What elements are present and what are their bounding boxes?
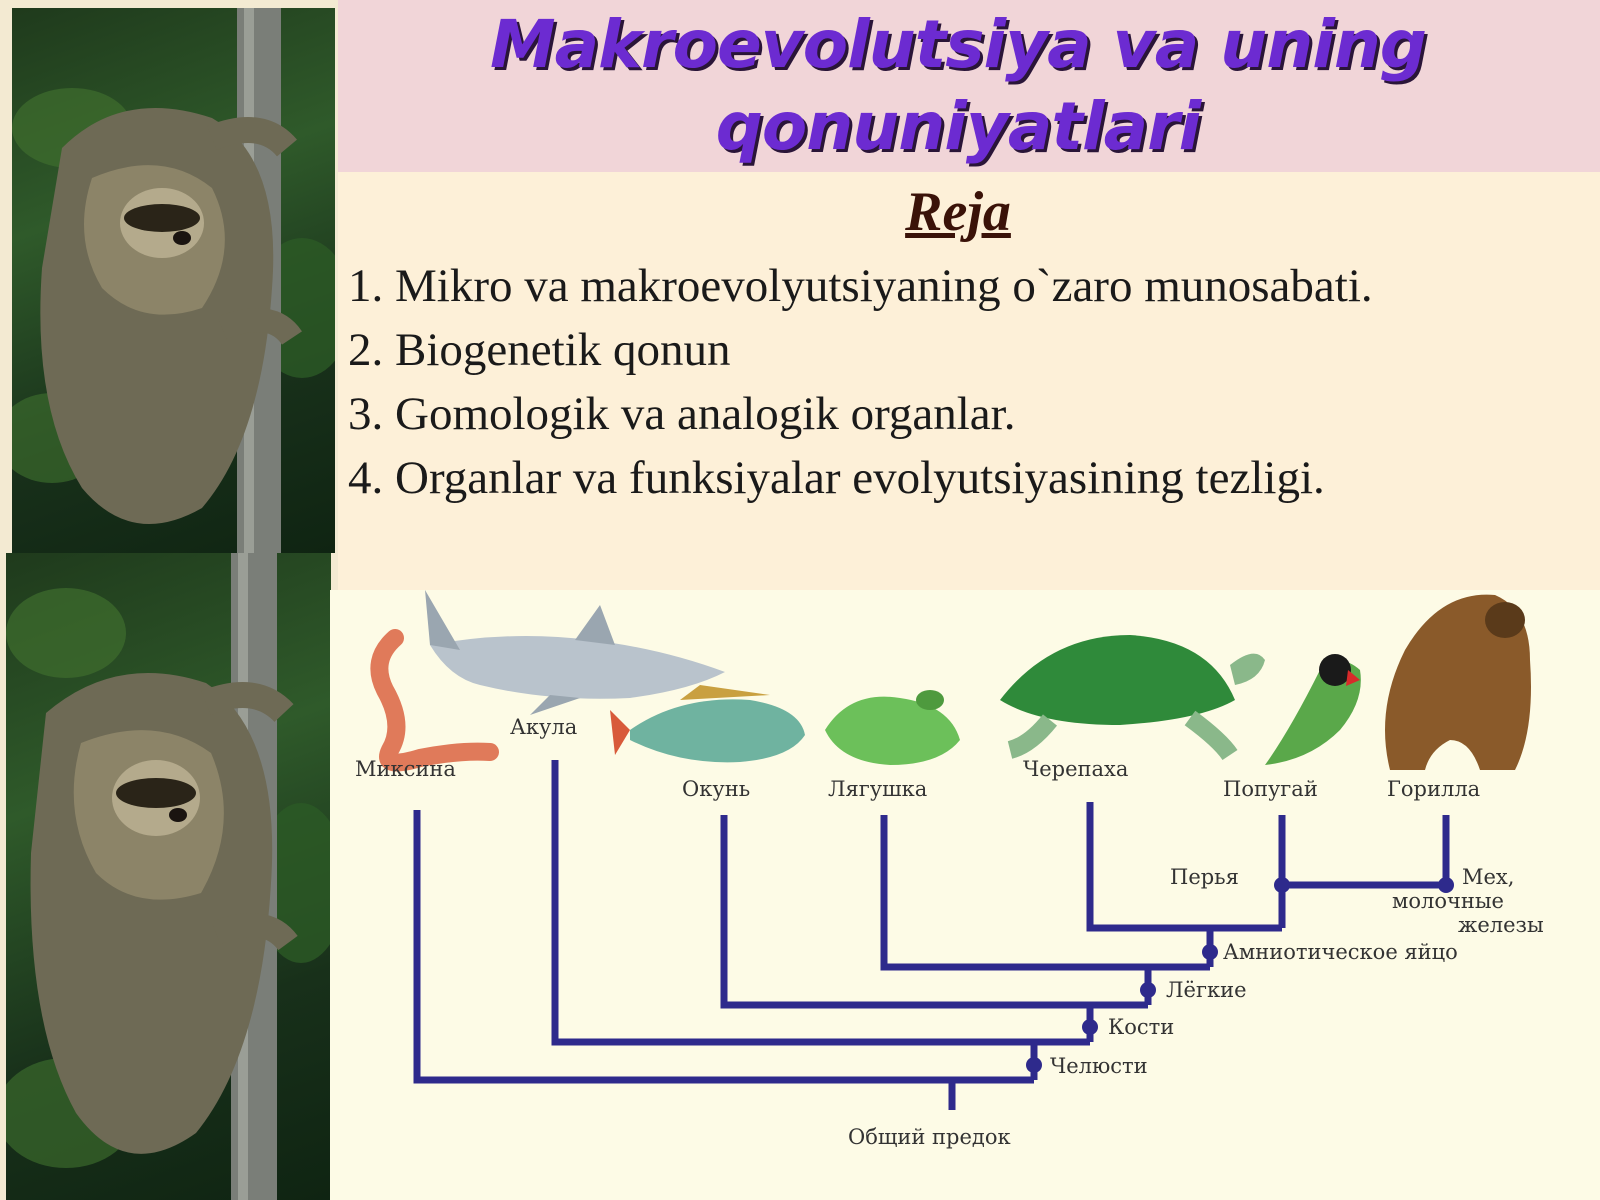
node-markers (1026, 877, 1454, 1073)
plan-item: 4. Organlar va funksiyalar evolyutsiyasi… (348, 452, 1325, 504)
label-hagfish: Миксина (355, 757, 456, 781)
trait-feathers: Перья (1170, 865, 1239, 889)
left-photo-column (0, 0, 340, 1200)
trait-fur-line3: железы (1458, 913, 1544, 937)
frog-illustration (825, 690, 960, 765)
plan-item: 1. Mikro va makroevolyutsiyaning o`zaro … (348, 260, 1373, 312)
trait-bones: Кости (1108, 1015, 1174, 1039)
root-label: Общий предок (848, 1125, 1011, 1149)
plan-list: 1. Mikro va makroevolyutsiyaning o`zaro … (348, 254, 1373, 510)
label-parrot: Попугай (1223, 777, 1318, 801)
title-band (338, 0, 1600, 172)
label-shark: Акула (510, 715, 577, 739)
cladogram: Миксина Акула Окунь Лягушка Черепаха Поп… (330, 590, 1600, 1200)
parrot-illustration (1265, 654, 1361, 765)
content-band (338, 172, 1600, 590)
trait-jaws: Челюсти (1050, 1054, 1148, 1078)
cladogram-lines (413, 760, 1450, 1110)
plan-item: 3. Gomologik va analogik organlar. (348, 388, 1016, 440)
label-gorilla: Горилла (1387, 777, 1480, 801)
trait-fur: Мех, (1462, 865, 1514, 889)
hagfish-illustration (370, 629, 499, 772)
trait-fur-line2: молочные (1392, 889, 1504, 913)
trait-amniotic-egg: Амниотическое яйцо (1223, 940, 1458, 964)
slide-title: Makroevolutsiya va uning qonuniyatlari (489, 6, 1427, 165)
gorilla-illustration (1385, 594, 1531, 770)
label-perch: Окунь (682, 777, 750, 801)
plan-item: 2. Biogenetik qonun (348, 324, 731, 376)
perch-illustration (610, 685, 805, 763)
shark-illustration (425, 590, 725, 715)
label-frog: Лягушка (828, 777, 927, 801)
turtle-illustration (1000, 635, 1265, 761)
label-turtle: Черепаха (1023, 757, 1128, 781)
sloth-photo-bottom (6, 553, 331, 1200)
trait-lungs: Лёгкие (1166, 978, 1247, 1002)
sloth-photo-top (12, 8, 335, 553)
plan-heading: Reja (905, 181, 1011, 243)
